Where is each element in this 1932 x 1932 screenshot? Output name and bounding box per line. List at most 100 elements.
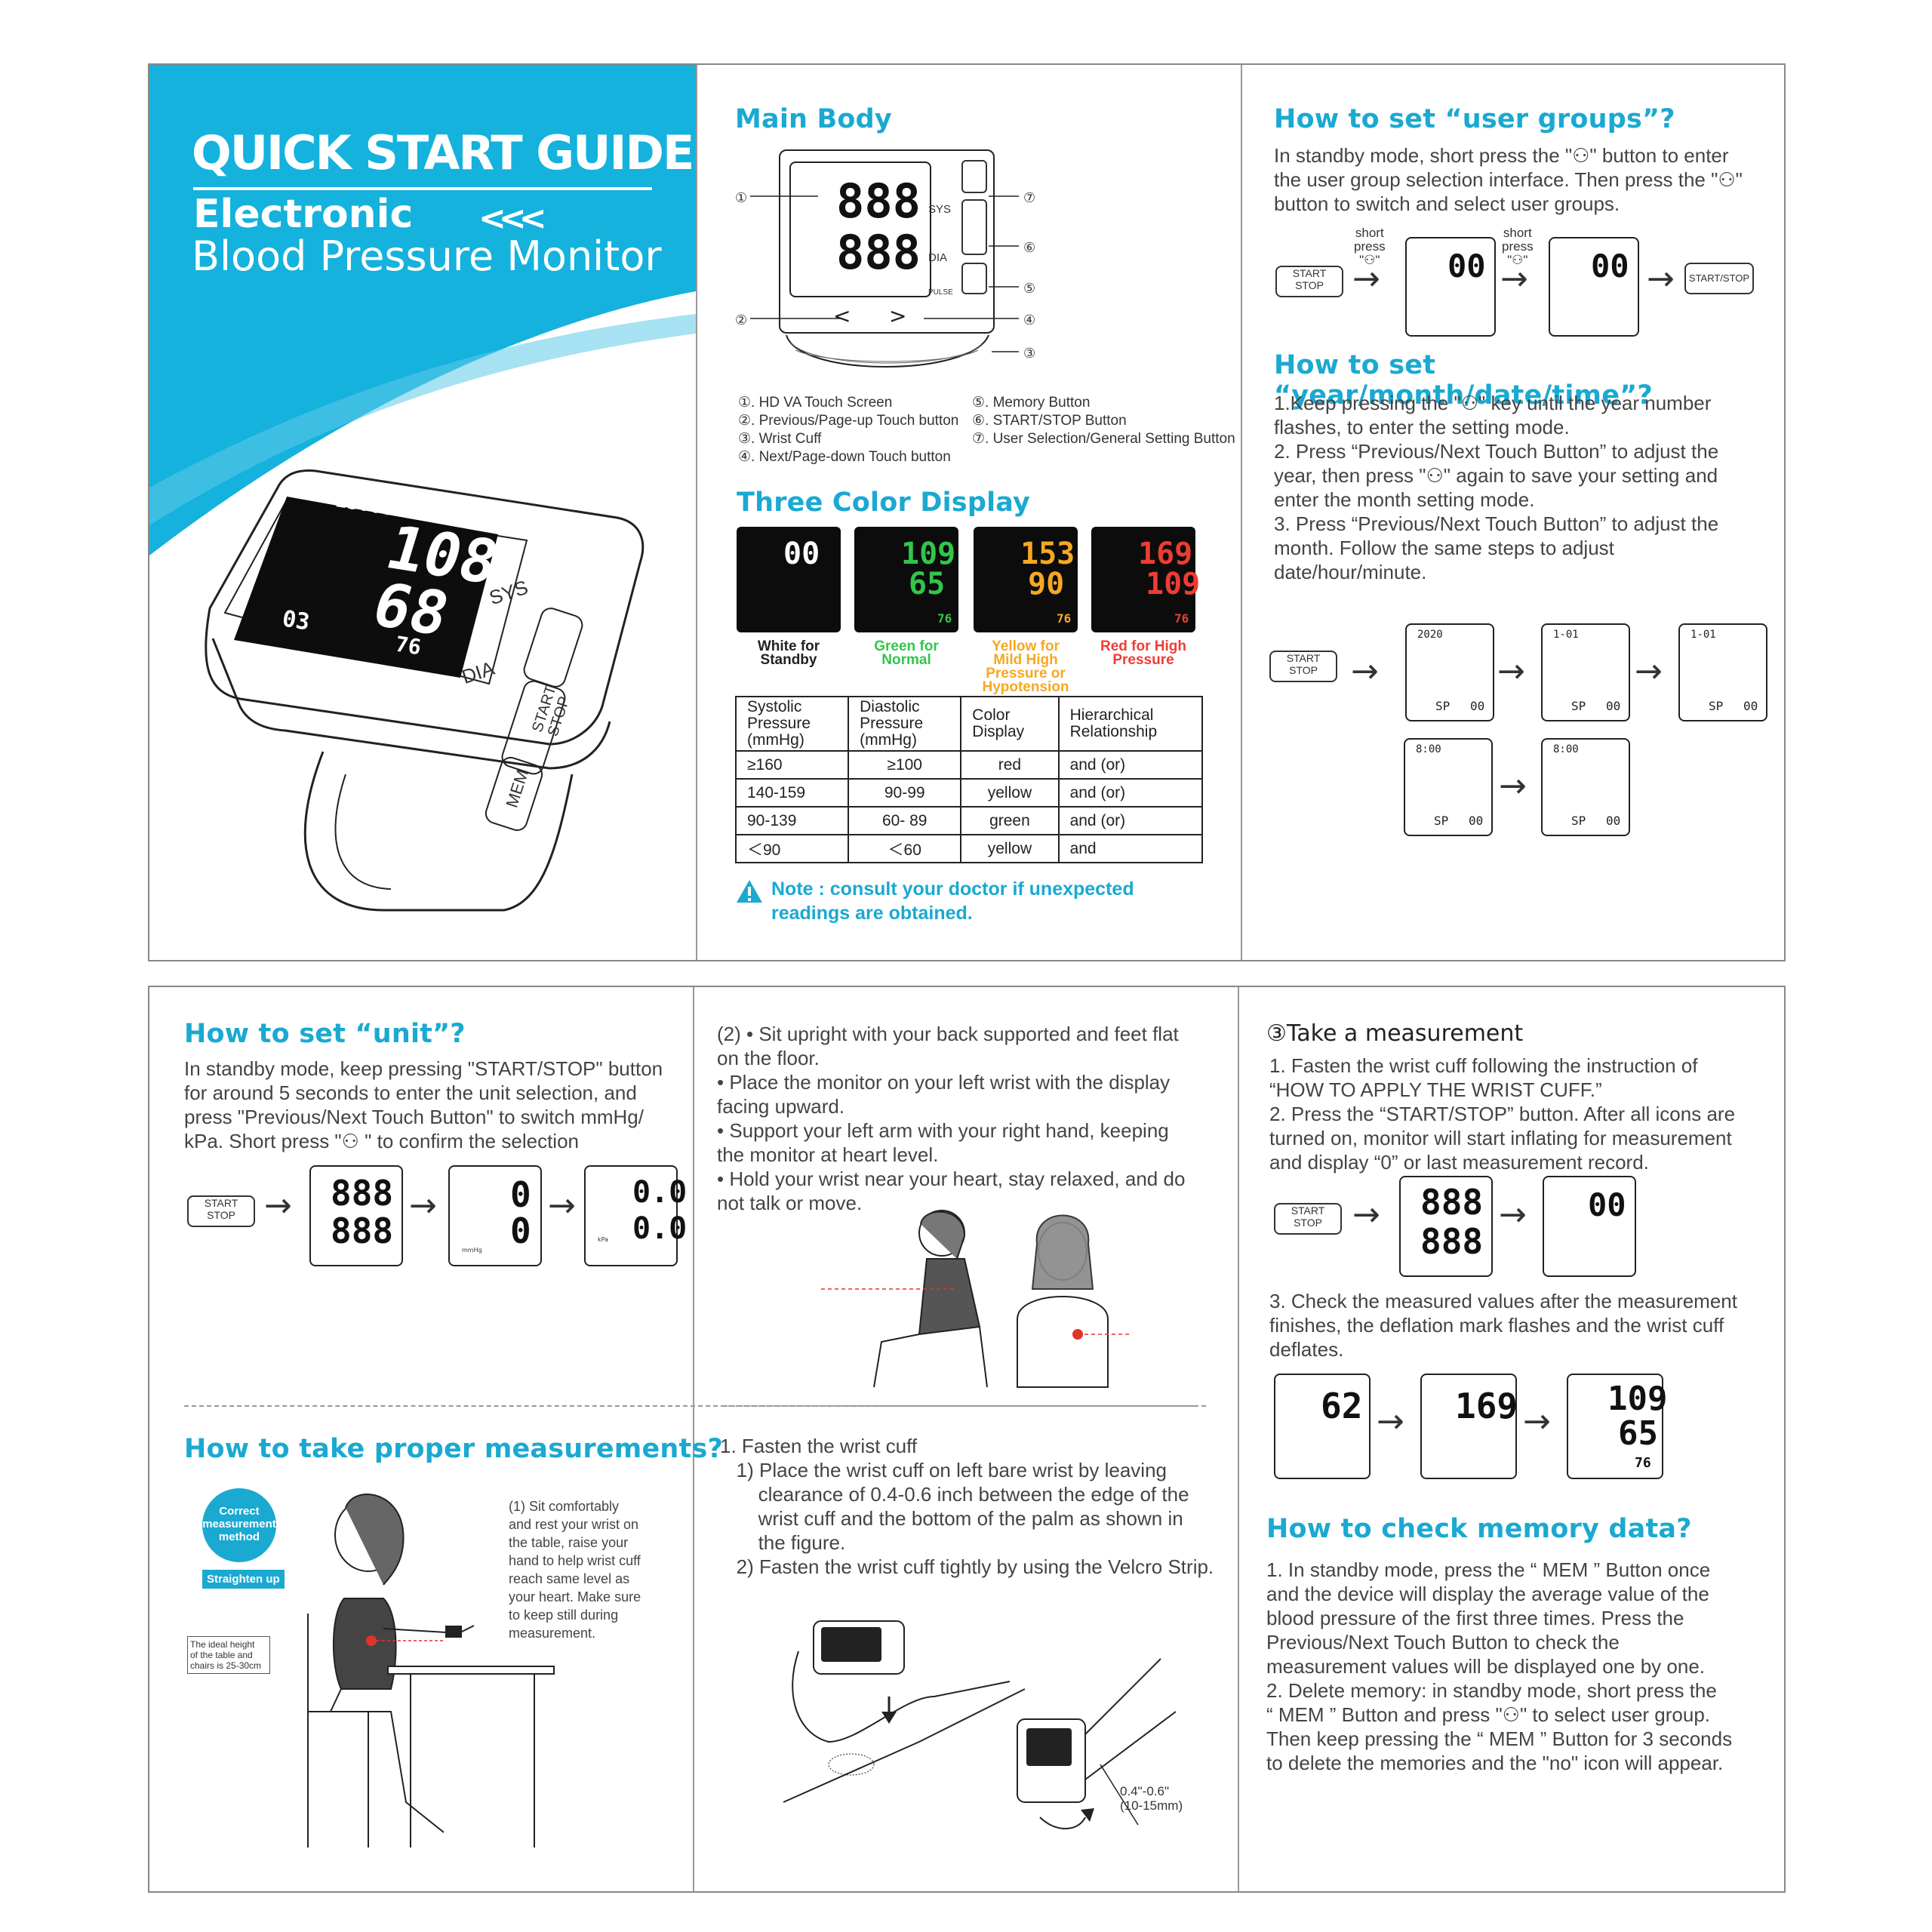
year-setting-screen bbox=[1541, 623, 1630, 721]
chevron-left-icon: <<< bbox=[478, 199, 547, 238]
year-setting-value: 1-01 bbox=[1553, 629, 1579, 641]
label-cuff: ③. Wrist Cuff bbox=[738, 431, 822, 447]
start-stop-end-button[interactable]: START/STOP bbox=[1684, 263, 1754, 294]
ideal-height-note: The ideal height of the table and chairs… bbox=[187, 1636, 270, 1674]
color-screen-bottom: 90 bbox=[1028, 567, 1065, 601]
start-text: START bbox=[1292, 267, 1327, 279]
year-setting-sp: SP bbox=[1571, 814, 1586, 828]
unit-screen-2-top: 0 bbox=[510, 1174, 531, 1215]
color-screen-bottom: 65 bbox=[909, 567, 946, 601]
label-screen: ①. HD VA Touch Screen bbox=[738, 395, 893, 411]
user-group-value-1: 00 bbox=[1447, 248, 1486, 285]
arrow-right-icon: → bbox=[1499, 767, 1527, 805]
callout-5: ⑤ bbox=[1023, 281, 1036, 296]
start-text: START bbox=[204, 1197, 238, 1209]
user-group-screen-1 bbox=[1405, 237, 1496, 337]
user-group-screen-2 bbox=[1549, 237, 1639, 337]
table-header-cell: Hierarchical Relationship bbox=[1057, 696, 1204, 752]
year-setting-screen bbox=[1678, 623, 1767, 721]
proper-title: How to take proper measurements? bbox=[184, 1434, 723, 1464]
gap-label: 0.4"-0.6" (10-15mm) bbox=[1120, 1784, 1183, 1813]
color-screen bbox=[974, 527, 1078, 632]
color-screen-top: 109 bbox=[901, 537, 956, 571]
table-header-cell: Systolic Pressure (mmHg) bbox=[734, 696, 850, 752]
table-cell: yellow bbox=[960, 834, 1060, 863]
user-groups-title: How to set “user groups”? bbox=[1274, 104, 1675, 134]
arrow-right-icon: → bbox=[1500, 260, 1528, 298]
memory-button[interactable] bbox=[961, 263, 987, 294]
label-start-stop: ⑥. START/STOP Button bbox=[972, 413, 1127, 429]
bottom-spread: How to set “unit”? In standby mode, keep… bbox=[148, 986, 1786, 1893]
unit-mmhg-label: mmHg bbox=[462, 1247, 482, 1254]
dashed-separator bbox=[723, 1405, 1206, 1407]
measure-text-1: 1. Fasten the wrist cuff following the i… bbox=[1269, 1054, 1736, 1174]
unit-screen-1 bbox=[309, 1165, 403, 1266]
measure-text-2: 3. Check the measured values after the m… bbox=[1269, 1290, 1737, 1361]
table-cell: ≥100 bbox=[848, 750, 962, 780]
straighten-up-label: Straighten up bbox=[202, 1570, 285, 1589]
arrow-right-icon: → bbox=[1499, 1195, 1527, 1234]
table-cell: and (or) bbox=[1057, 806, 1204, 835]
measure-result-screen bbox=[1567, 1374, 1663, 1479]
cover-panel: QUICK START GUIDE Electronic <<< Blood P… bbox=[149, 65, 696, 960]
arrow-right-icon: → bbox=[1377, 1402, 1404, 1441]
callout-1: ① bbox=[735, 190, 748, 205]
table-cell: red bbox=[960, 750, 1060, 780]
callout-6: ⑥ bbox=[1023, 240, 1036, 255]
measure-peak-value: 169 bbox=[1455, 1386, 1518, 1426]
measure-result-dia: 65 bbox=[1618, 1414, 1658, 1453]
user-group-value-2: 00 bbox=[1591, 248, 1629, 285]
main-body-top-digits: 888 bbox=[836, 174, 921, 229]
label-previous: ②. Previous/Page-up Touch button bbox=[738, 413, 959, 429]
warning-icon bbox=[737, 880, 762, 903]
device-pulse-value: 76 bbox=[393, 631, 423, 660]
unit-kpa-label: kPa bbox=[598, 1236, 608, 1243]
short-press-label: short press "⚇" bbox=[1354, 226, 1386, 267]
next-arrow-icon: > bbox=[889, 303, 907, 328]
measure-all-icons-top: 888 bbox=[1420, 1182, 1484, 1223]
arrow-right-icon: → bbox=[1352, 1195, 1380, 1234]
stop-text: STOP bbox=[207, 1209, 235, 1221]
three-color-title: Three Color Display bbox=[737, 488, 1031, 518]
previous-arrow-icon: < bbox=[833, 303, 851, 328]
start-stop-button[interactable] bbox=[961, 199, 987, 255]
measure-title: ③Take a measurement bbox=[1266, 1020, 1524, 1047]
callout-4: ④ bbox=[1023, 312, 1036, 328]
main-body-device bbox=[779, 149, 995, 334]
measure-result-sys: 109 bbox=[1607, 1380, 1668, 1418]
table-cell: and bbox=[1057, 834, 1204, 863]
main-body-title: Main Body bbox=[735, 104, 892, 134]
memory-text: 1. In standby mode, press the “ MEM ” Bu… bbox=[1266, 1558, 1733, 1774]
fasten-text: 1. Fasten the wrist cuff 1) Place the wr… bbox=[720, 1435, 1214, 1578]
year-setting-val: 00 bbox=[1743, 699, 1758, 713]
unit-title: How to set “unit”? bbox=[184, 1019, 466, 1049]
table-cell: yellow bbox=[960, 778, 1060, 808]
posture-illustration bbox=[821, 1210, 1131, 1388]
main-body-dia-label: DIA bbox=[928, 251, 948, 264]
arrow-right-icon: → bbox=[1497, 652, 1525, 691]
year-setting-value: 8:00 bbox=[1416, 743, 1441, 755]
measure-all-icons-bottom: 888 bbox=[1420, 1221, 1484, 1262]
table-cell: ＜60 bbox=[848, 834, 962, 863]
device-memory-value: 03 bbox=[280, 605, 312, 636]
color-screen-top: 153 bbox=[1020, 537, 1075, 571]
measure-inflate-value: 62 bbox=[1321, 1386, 1363, 1426]
cover-title: QUICK START GUIDE bbox=[192, 125, 694, 180]
color-screen bbox=[854, 527, 958, 632]
year-setting-value: 8:00 bbox=[1553, 743, 1579, 755]
user-selection-button[interactable] bbox=[961, 160, 987, 193]
table-header-cell: Diastolic Pressure (mmHg) bbox=[848, 696, 962, 752]
unit-screen-3 bbox=[584, 1165, 678, 1266]
dashed-separator bbox=[184, 1405, 1194, 1407]
unit-text: In standby mode, keep pressing "START/ST… bbox=[184, 1057, 663, 1152]
year-setting-val: 00 bbox=[1606, 814, 1621, 828]
cover-subtitle-1: Electronic bbox=[193, 192, 414, 237]
measure-standby-value: 00 bbox=[1588, 1186, 1626, 1223]
